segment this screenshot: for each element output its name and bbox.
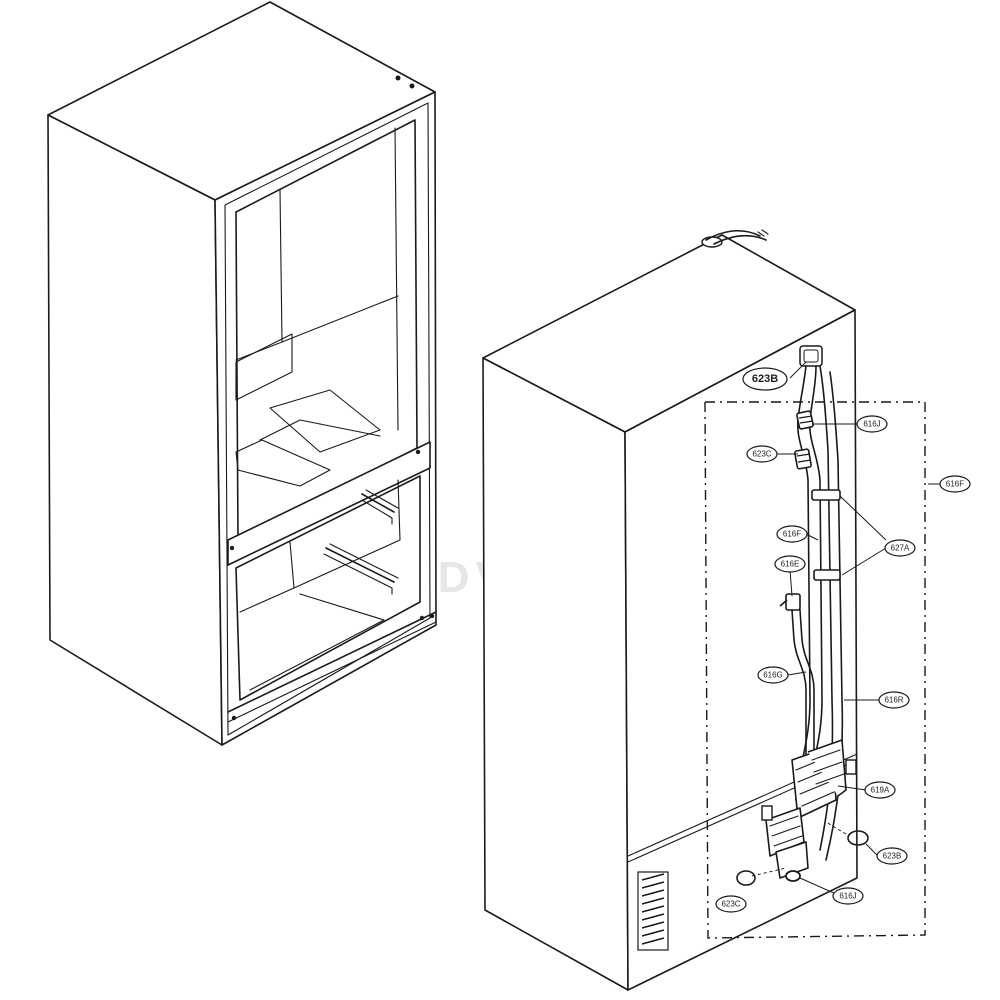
cabinet-front-view	[47, 1, 437, 746]
svg-text:616G: 616G	[763, 671, 783, 680]
cabinet-rear-side	[482, 357, 629, 991]
callout-616J-bottom: 616J	[832, 887, 864, 905]
screw-icon	[229, 545, 235, 551]
screw-icon	[429, 613, 435, 619]
callout-623C-top: 623C	[746, 445, 778, 463]
water-line-assembly	[704, 345, 940, 939]
callout-623C-bottom: 623C	[715, 895, 747, 913]
callout-627A: 627A	[884, 539, 916, 557]
callout-616F-group: 616F	[939, 475, 971, 493]
svg-text:619A: 619A	[871, 786, 890, 795]
drawer-rail-upper	[361, 489, 399, 525]
callout-616J-top: 616J	[856, 415, 888, 433]
callout-623B-bottom: 623B	[876, 847, 908, 865]
svg-text:623B: 623B	[752, 373, 778, 385]
screw-icon	[395, 75, 401, 81]
valve-fitting-icon	[779, 593, 801, 611]
compartment-divider	[227, 441, 431, 566]
o-ring-icon	[736, 870, 756, 886]
cabinet-left-side	[47, 114, 223, 746]
svg-text:623C: 623C	[721, 900, 740, 909]
svg-text:616J: 616J	[839, 892, 856, 901]
top-water-inlet	[701, 229, 769, 248]
tube-fitting-icon	[796, 410, 814, 430]
nut-icon	[785, 870, 801, 882]
svg-text:616E: 616E	[781, 560, 800, 569]
tube-clamp-icon	[813, 569, 841, 581]
callout-623B: 623B	[742, 367, 788, 391]
svg-text:627A: 627A	[891, 544, 910, 553]
freezer-compartment	[235, 475, 421, 701]
screw-icon	[409, 83, 415, 89]
assembly-boundary	[704, 401, 926, 939]
svg-text:616R: 616R	[884, 696, 903, 705]
tube-connector-icon	[799, 345, 823, 367]
drawer-rail-lower	[323, 543, 399, 595]
screw-icon	[231, 715, 237, 721]
tube-clamp-icon	[811, 489, 841, 501]
svg-text:616F: 616F	[783, 530, 801, 539]
water-valve-icon	[761, 739, 857, 879]
cabinet-rear-view	[482, 229, 858, 991]
callout-616F: 616F	[776, 525, 808, 543]
screw-icon	[419, 615, 425, 621]
callout-616G: 616G	[757, 666, 789, 684]
callout-619A: 619A	[864, 781, 896, 799]
svg-text:623C: 623C	[752, 450, 771, 459]
svg-text:623B: 623B	[883, 852, 902, 861]
tube-fitting-icon	[794, 448, 812, 470]
o-ring-icon	[847, 830, 869, 846]
screw-icon	[415, 449, 421, 455]
svg-text:616F: 616F	[946, 480, 964, 489]
callout-616E: 616E	[774, 555, 806, 573]
svg-text:616J: 616J	[863, 420, 880, 429]
vent-grille	[637, 871, 669, 951]
callout-616R: 616R	[878, 691, 910, 709]
